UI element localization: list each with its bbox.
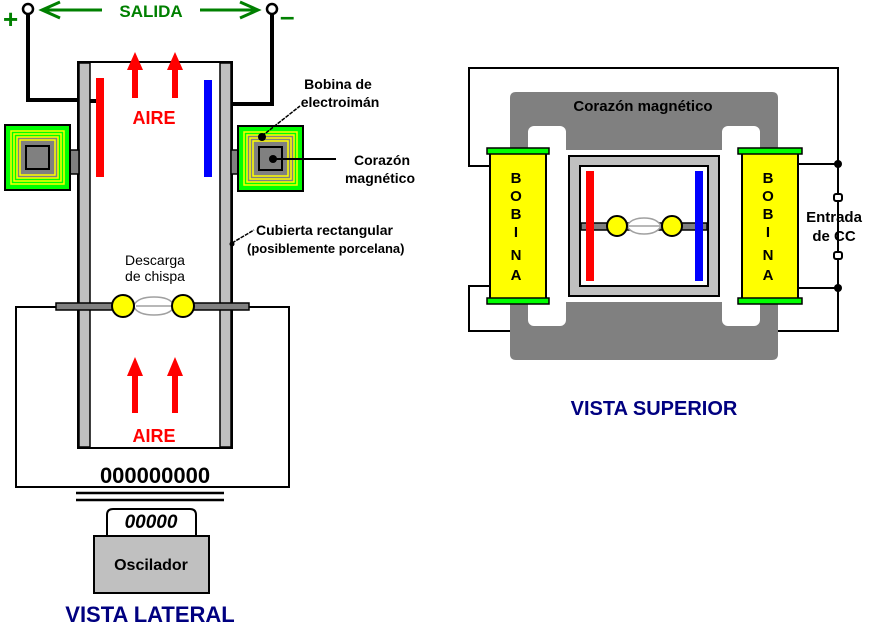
svg-text:B: B	[511, 170, 522, 187]
coil-left-top-view: B O B I N A	[486, 147, 550, 305]
air-arrows-top	[127, 52, 183, 98]
oscillator-box	[93, 535, 210, 594]
secondary-coil: 00000	[125, 512, 178, 533]
side-view-title: VISTA LATERAL	[65, 602, 234, 627]
svg-text:B: B	[763, 206, 774, 223]
spark-rod-left	[55, 302, 121, 311]
casing-wall-left	[78, 62, 91, 448]
oscillator-label: Oscilador	[114, 557, 188, 574]
spark-discharge-top	[626, 217, 662, 235]
top-view-title: VISTA SUPERIOR	[571, 398, 738, 420]
core-label-line2: magnético	[345, 170, 415, 186]
core-label-top: Corazón magnético	[573, 98, 712, 115]
coil-label-line2: electroimán	[301, 94, 380, 110]
dc-input-label-line2: de CC	[812, 228, 856, 245]
air-label-top: AIRE	[132, 108, 175, 128]
svg-text:A: A	[763, 267, 774, 284]
magnetic-core-left	[25, 145, 50, 170]
secondary-coil-wire	[106, 508, 197, 536]
dc-input-terminal-top	[833, 193, 843, 202]
positive-terminal	[21, 2, 35, 16]
spark-label-line2: de chispa	[125, 268, 185, 284]
casing-label-line1: Cubierta rectangular	[256, 222, 393, 238]
dc-input-terminal-bottom	[833, 251, 843, 260]
air-arrow-icon	[167, 52, 183, 98]
air-arrow-icon	[127, 52, 143, 98]
dc-input-label-line1: Entrada	[806, 209, 863, 226]
svg-text:O: O	[510, 188, 522, 205]
svg-text:I: I	[766, 224, 770, 241]
spark-rod-right	[187, 302, 250, 311]
air-arrow-icon	[127, 357, 143, 413]
electrode-blue	[204, 80, 212, 177]
primary-coil: 000000000	[100, 463, 210, 488]
svg-text:B: B	[511, 206, 522, 223]
air-arrows-bottom	[127, 357, 183, 413]
negative-terminal	[265, 2, 279, 16]
svg-text:A: A	[511, 267, 522, 284]
electromagnet-left	[4, 124, 80, 191]
air-label-bottom: AIRE	[132, 426, 175, 446]
core-label-line1: Corazón	[354, 152, 410, 168]
svg-text:O: O	[762, 188, 774, 205]
spark-electrode-left-top	[606, 215, 628, 237]
spark-electrode-left	[111, 294, 135, 318]
top-view: Entrada de CC Corazón magnético B O	[468, 67, 863, 420]
plus-sign: +	[3, 4, 18, 34]
electrode-red	[96, 78, 104, 177]
casing-label-line2: (posiblemente porcelana)	[247, 241, 404, 256]
svg-text:N: N	[763, 247, 774, 264]
spark-electrode-right-top	[661, 215, 683, 237]
output-wire-positive	[26, 13, 98, 102]
svg-text:I: I	[514, 224, 518, 241]
svg-text:N: N	[511, 247, 522, 264]
spark-electrode-right	[171, 294, 195, 318]
coil-label-line1: Bobina de	[304, 76, 372, 92]
side-view: SALIDA + – AIRE AIRE	[3, 0, 415, 627]
air-arrow-icon	[167, 357, 183, 413]
output-label: SALIDA	[119, 2, 182, 21]
output-arrow-right	[200, 0, 262, 20]
spark-discharge	[133, 296, 175, 316]
casing-wall-right	[219, 62, 232, 448]
spark-label-line1: Descarga	[125, 252, 185, 268]
minus-sign: –	[280, 1, 294, 31]
svg-text:B: B	[763, 170, 774, 187]
coil-right-top-view: B O B I N A	[737, 147, 803, 305]
output-arrow-left	[38, 0, 102, 20]
